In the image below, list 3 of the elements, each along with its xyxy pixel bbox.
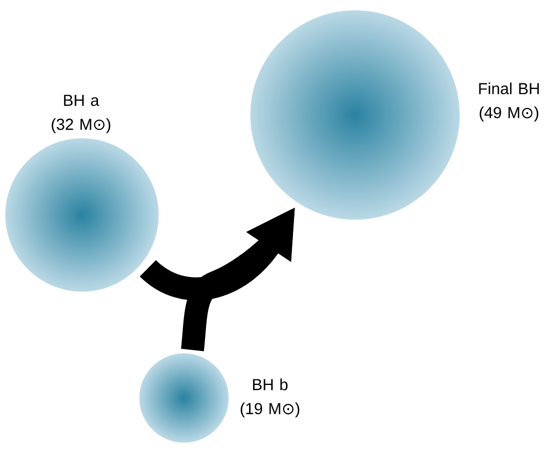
node-label: Final BH (49 M⊙)	[479, 82, 539, 122]
node-label: BH a (32 M⊙)	[52, 94, 110, 134]
node-label: BH b (19 M⊙)	[240, 378, 300, 418]
